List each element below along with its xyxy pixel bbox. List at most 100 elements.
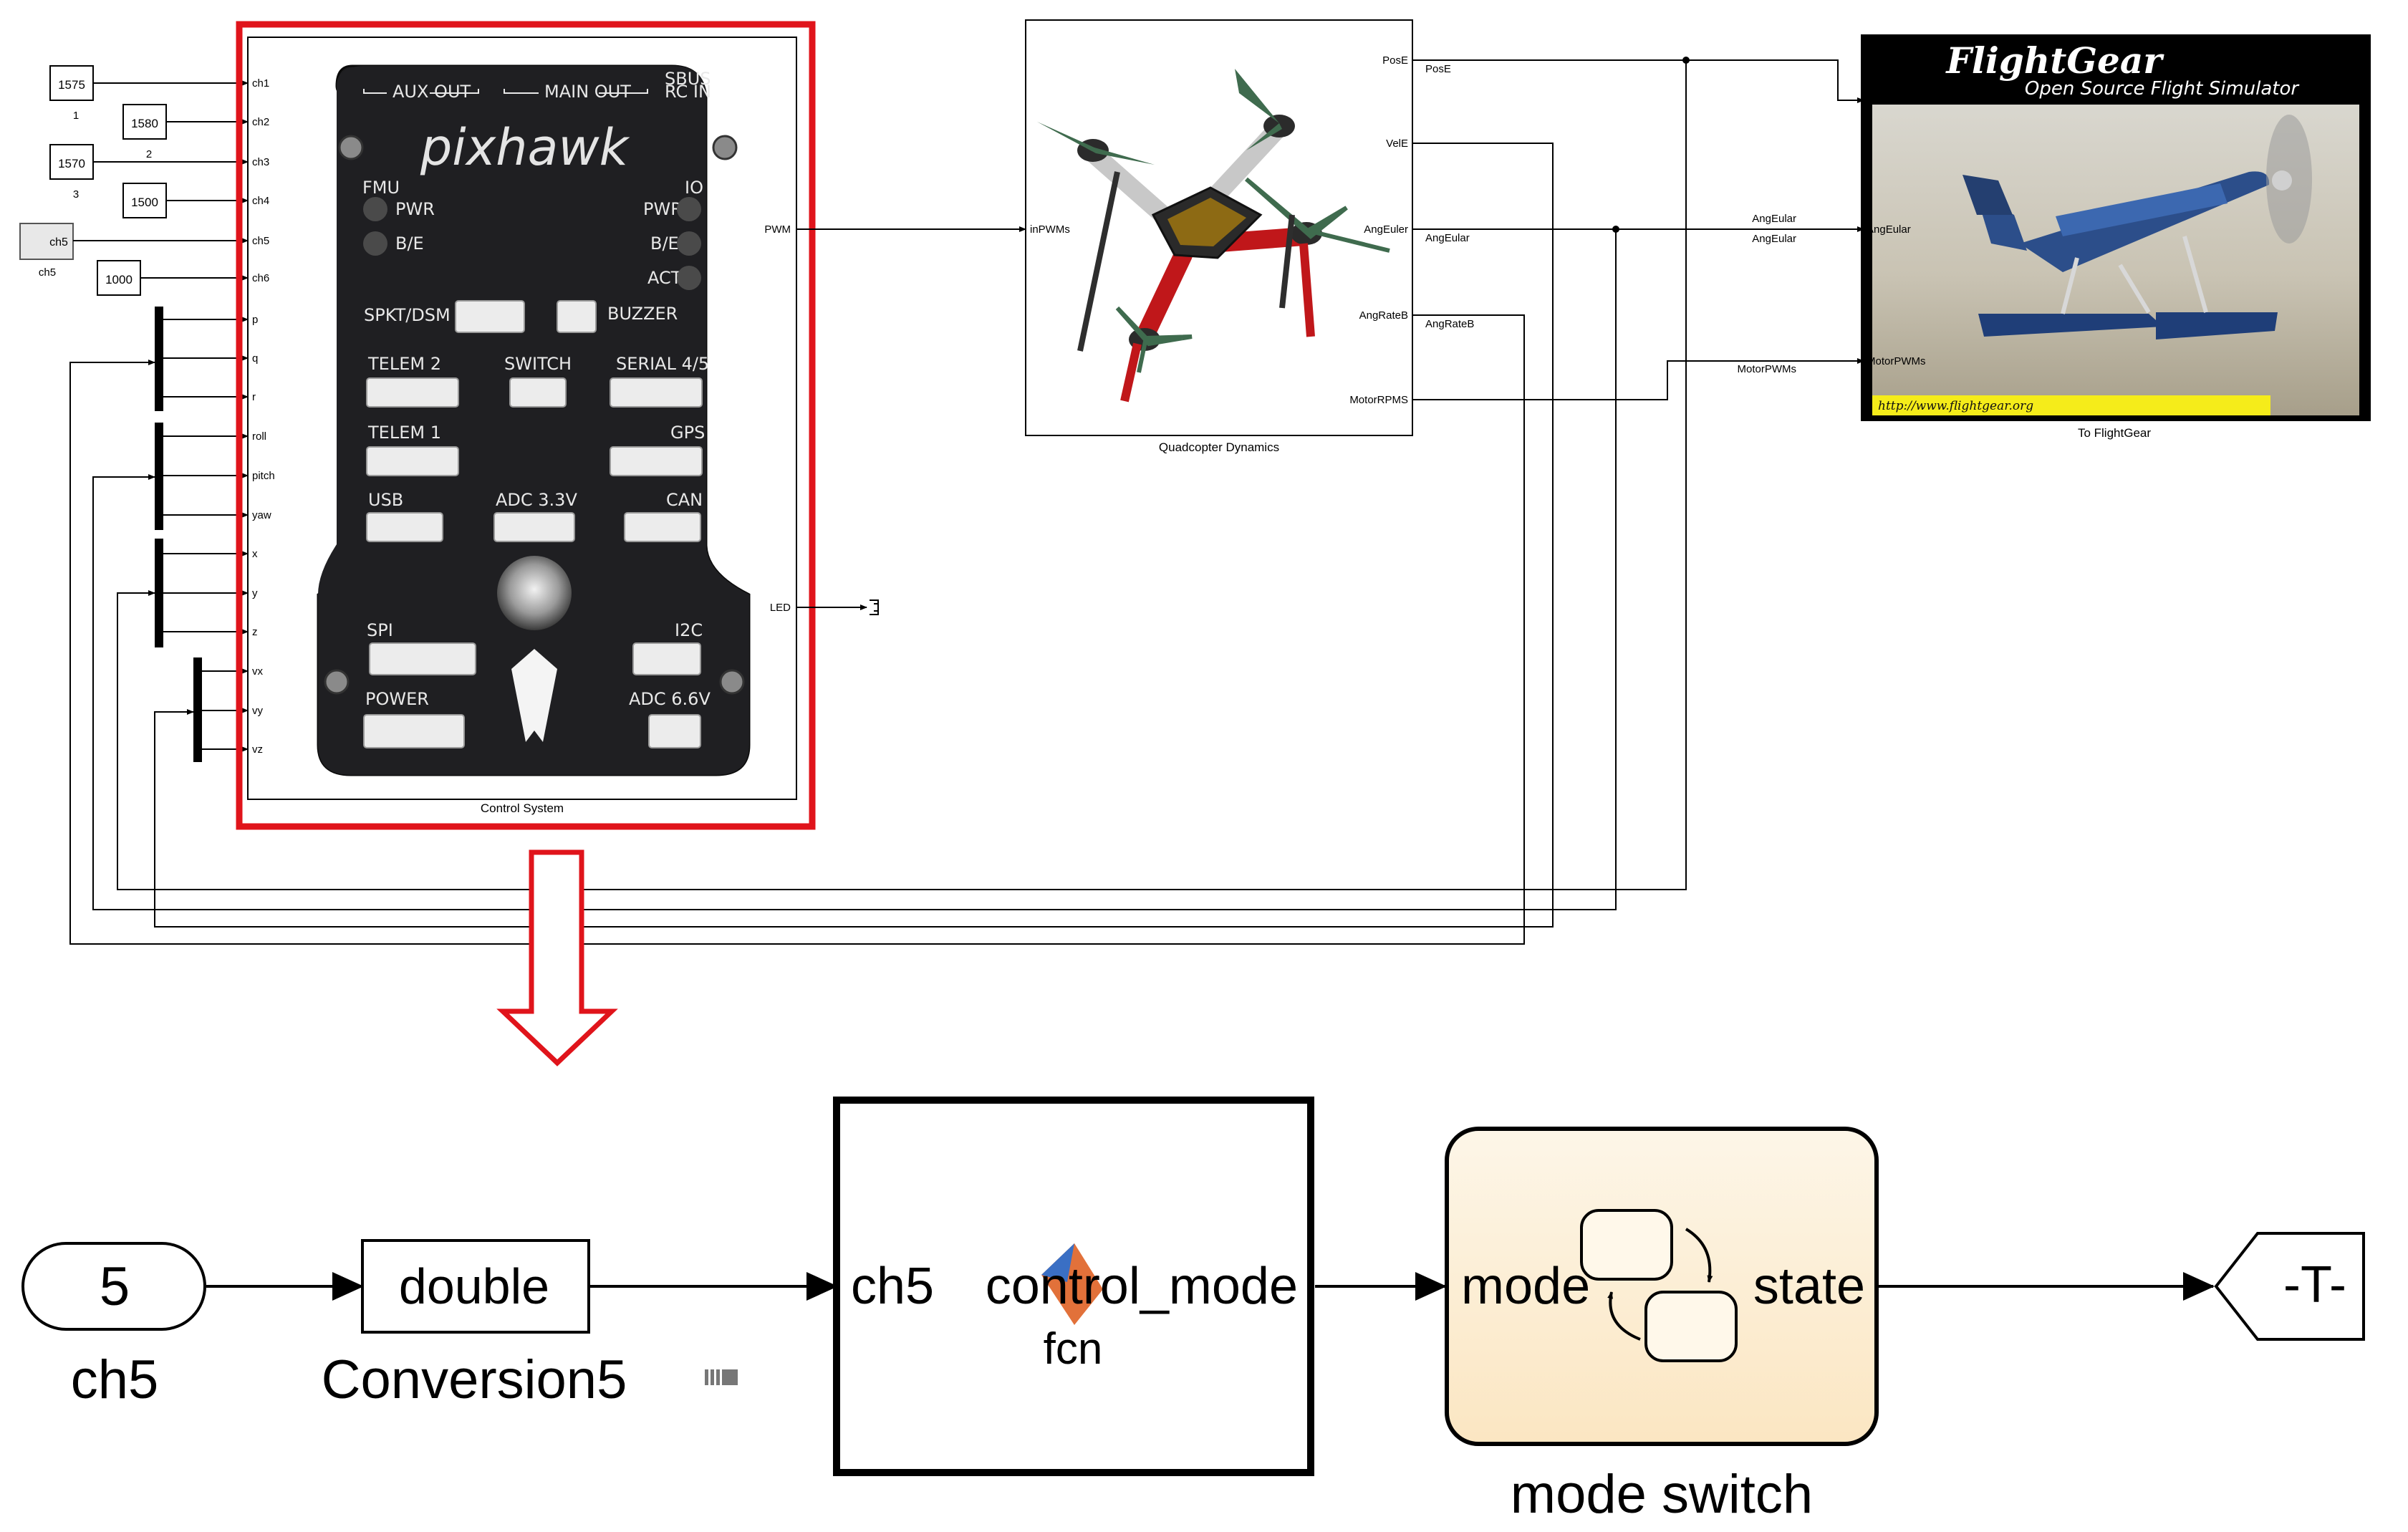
svg-text:inPWMs: inPWMs [1030,223,1070,236]
svg-text:MotorPWMs: MotorPWMs [1738,363,1797,375]
highlight-frame [236,21,816,830]
constant-block-1000[interactable]: 1000 [97,260,141,296]
svg-text:MAIN OUT: MAIN OUT [544,82,631,102]
inport-block-5[interactable]: 5 ch5 [21,1242,206,1410]
svg-text:PosE: PosE [1382,54,1408,67]
control-system-ports: ch1 ch2 ch3 ch4 ch5 ch6 p q r roll pitch… [252,77,791,756]
svg-text:ACT: ACT [647,268,682,288]
svg-text:vy: vy [252,705,264,717]
svg-text:5: 5 [100,1256,130,1317]
svg-text:http://www.flightgear.org: http://www.flightgear.org [1878,399,2033,413]
svg-text:1575: 1575 [58,78,85,92]
svg-text:RC IN: RC IN [665,82,711,102]
goto-block[interactable]: -T- [2214,1232,2365,1341]
svg-text:Conversion5: Conversion5 [322,1349,627,1410]
svg-text:TELEM 2: TELEM 2 [367,354,441,374]
svg-text:ADC 3.3V: ADC 3.3V [496,490,577,510]
svg-text:AngEular: AngEular [1867,223,1911,236]
svg-text:AngRateB: AngRateB [1425,318,1474,330]
svg-text:AUX OUT: AUX OUT [392,82,471,102]
svg-text:yaw: yaw [252,509,271,521]
svg-text:FlightGear: FlightGear [1945,39,2164,82]
svg-text:r: r [252,391,256,403]
svg-text:pixhawk: pixhawk [420,118,630,177]
svg-text:ch3: ch3 [252,156,269,168]
svg-text:AngEular: AngEular [1752,213,1796,225]
svg-text:SPI: SPI [367,620,393,640]
demux-bars[interactable] [155,307,202,762]
data-type-conversion-block[interactable]: double Conversion5 [322,1239,738,1410]
led-terminator[interactable] [870,599,879,615]
input-wires [73,80,249,752]
matlab-function-block[interactable]: ch5 control_mode fcn [833,1097,1314,1476]
signal-spec-icon [705,1369,738,1385]
svg-text:vz: vz [252,743,263,756]
svg-text:TELEM 1: TELEM 1 [367,423,441,443]
svg-text:POWER: POWER [365,689,429,709]
constant-block-1580[interactable]: 1580 2 [122,104,167,160]
svg-text:SERIAL 4/5: SERIAL 4/5 [616,354,709,374]
svg-text:Quadcopter Dynamics: Quadcopter Dynamics [1159,440,1279,454]
svg-text:1570: 1570 [58,157,85,170]
to-flightgear-block[interactable]: FlightGear Open Source Flight Simulator … [1861,34,2371,440]
svg-text:ch5: ch5 [39,266,56,279]
svg-text:1: 1 [73,110,79,122]
svg-text:Control System: Control System [481,801,564,815]
svg-text:PosE: PosE [1425,63,1451,75]
svg-text:IO: IO [685,178,703,198]
svg-text:BUZZER: BUZZER [607,304,678,324]
signal-labels: PosE AngEular AngRateB AngEular AngEular… [1425,63,1796,375]
svg-text:1500: 1500 [131,196,158,209]
svg-text:pitch: pitch [252,470,275,482]
matlab-logo-icon [1041,1243,1103,1325]
svg-text:PWM: PWM [764,223,791,236]
constant-block-1575[interactable]: 1575 1 [49,65,94,122]
svg-text:MotorRPMS: MotorRPMS [1349,394,1408,406]
constant-block-1570[interactable]: 1570 3 [49,144,94,201]
svg-text:mode switch: mode switch [1511,1464,1813,1525]
svg-text:Open Source Flight Simulator: Open Source Flight Simulator [2025,78,2300,100]
svg-text:VelE: VelE [1386,138,1408,150]
svg-text:mode: mode [1461,1258,1590,1315]
output-wires [796,226,1026,610]
svg-text:FMU: FMU [362,178,400,198]
svg-text:control_mode: control_mode [986,1258,1298,1315]
svg-text:ch1: ch1 [252,77,269,90]
svg-text:PWR: PWR [643,199,683,219]
svg-text:MotorPWMs: MotorPWMs [1867,355,1926,367]
svg-text:q: q [252,352,258,365]
svg-text:SBUS: SBUS [665,69,711,89]
svg-text:p: p [252,314,258,326]
svg-text:SWITCH: SWITCH [504,354,572,374]
inport-block-ch5[interactable]: ch5 ch5 [19,223,74,279]
feedback-wires [69,60,1687,945]
svg-text:y: y [252,587,258,599]
quadcopter-image [1037,69,1390,403]
svg-text:To FlightGear: To FlightGear [2078,426,2151,440]
svg-text:double: double [399,1258,549,1314]
svg-text:ch2: ch2 [252,116,269,128]
svg-text:AngEuler: AngEuler [1364,223,1408,236]
svg-text:vx: vx [252,665,264,678]
svg-text:LED: LED [770,602,791,614]
svg-text:SPKT/DSM: SPKT/DSM [364,305,451,325]
svg-text:AngRateB: AngRateB [1359,309,1408,322]
svg-text:x: x [252,548,258,560]
wire-junctions [1612,57,1690,233]
state-transition-icon [1580,1209,1738,1362]
svg-text:PWR: PWR [395,199,435,219]
expand-arrow [496,849,618,1066]
svg-text:3: 3 [73,188,79,201]
svg-text:GPS: GPS [670,423,705,443]
seaplane-image [1962,115,2312,339]
stateflow-chart-block[interactable]: mode state mode switch [1445,1127,1879,1525]
svg-text:roll: roll [252,430,266,443]
svg-text:AngEular: AngEular [1425,232,1470,244]
quadcopter-output-wires [1412,59,1864,400]
constant-block-1500[interactable]: 1500 [122,183,167,218]
svg-text:fcn: fcn [1044,1324,1103,1374]
svg-text:I2C: I2C [675,620,703,640]
svg-text:-T-: -T- [2283,1256,2346,1314]
svg-text:ch6: ch6 [252,272,269,284]
svg-text:2: 2 [146,148,152,160]
